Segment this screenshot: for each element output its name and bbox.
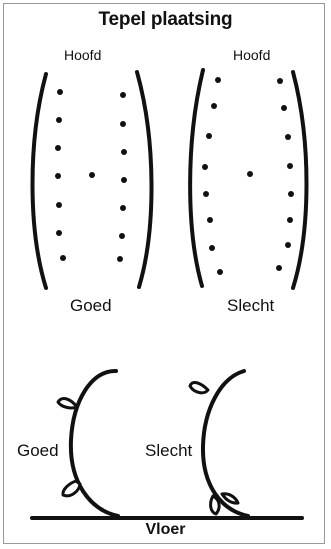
- teat-dot: [209, 245, 215, 251]
- teat-upper: [190, 383, 208, 393]
- teat-dot: [285, 134, 291, 140]
- teat-dot: [287, 163, 293, 169]
- teat-dot: [206, 133, 212, 139]
- good-udder-top-view: [33, 72, 152, 288]
- teat-dot: [120, 92, 126, 98]
- teat-dot: [211, 103, 217, 109]
- teat-dot: [56, 202, 62, 208]
- teat-dot: [217, 269, 223, 275]
- teat-dot: [117, 256, 123, 262]
- teat-dot: [276, 265, 282, 271]
- teat-dot: [56, 117, 62, 123]
- teat-dot: [60, 255, 66, 261]
- teat-dot: [56, 230, 62, 236]
- teat-dot: [121, 149, 127, 155]
- teat-dot: [120, 205, 126, 211]
- teat-dot: [121, 177, 127, 183]
- teat-upper: [58, 399, 77, 408]
- good-udder-side-view: [58, 371, 118, 516]
- bad-udder-top-view: [190, 70, 306, 288]
- udder-outline-left: [190, 70, 203, 286]
- teat-dot: [288, 191, 294, 197]
- teat-dot: [277, 78, 283, 84]
- teat-dot: [57, 89, 63, 95]
- teat-dot: [285, 242, 291, 248]
- teat-dot: [207, 217, 213, 223]
- teat-lower: [63, 481, 80, 496]
- teat-dot-center: [247, 171, 253, 177]
- teat-dot: [55, 145, 61, 151]
- teat-dot: [120, 121, 126, 127]
- teat-dot: [202, 164, 208, 170]
- udder-side-arc: [71, 371, 118, 516]
- udder-outline-right: [137, 72, 152, 287]
- teat-dot: [203, 191, 209, 197]
- bad-udder-side-view: [190, 371, 248, 516]
- teat-dot: [281, 105, 287, 111]
- teat-dot-center: [89, 172, 95, 178]
- teat-dot: [55, 173, 61, 179]
- teat-dot: [119, 233, 125, 239]
- teat-dot: [215, 77, 221, 83]
- udder-outline-left: [33, 74, 47, 288]
- udder-outline-right: [293, 72, 307, 288]
- teat-lower: [211, 496, 220, 514]
- teat-dot: [287, 217, 293, 223]
